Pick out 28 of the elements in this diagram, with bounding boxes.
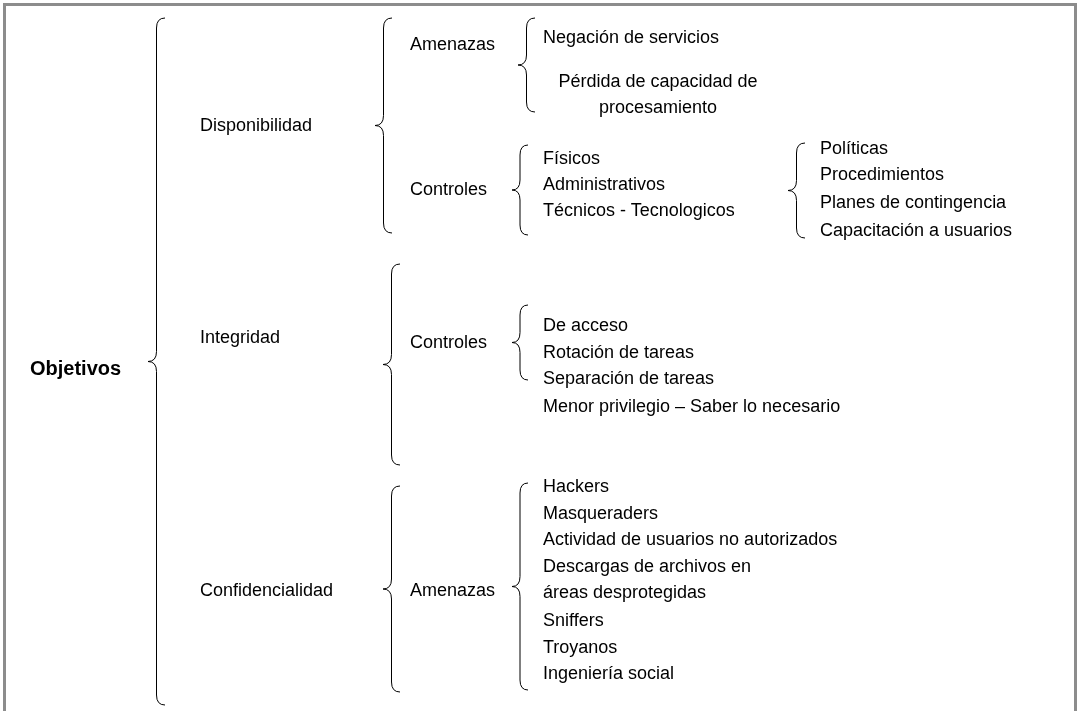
item-label: Separación de tareas — [543, 367, 715, 390]
item-label: De acceso — [543, 314, 629, 337]
item-label: Sniffers — [543, 609, 604, 632]
item-label: Hackers — [543, 475, 609, 498]
item-label: Menor privilegio – Saber lo necesario — [543, 395, 841, 418]
item-label: Físicos — [543, 147, 600, 170]
item-label: Amenazas — [410, 579, 496, 602]
item-label: Troyanos — [543, 636, 618, 659]
item-label: Confidencialidad — [200, 579, 334, 602]
item-label: Administrativos — [543, 173, 666, 196]
item-label: Integridad — [200, 326, 281, 349]
item-label: Controles — [410, 331, 488, 354]
item-label: Controles — [410, 178, 488, 201]
root-label: Objetivos — [30, 356, 122, 381]
item-label: Políticas — [820, 137, 889, 160]
item-label: Masqueraders — [543, 502, 659, 525]
item-label: Actividad de usuarios no autorizados — [543, 528, 838, 551]
item-label: Negación de servicios — [543, 26, 720, 49]
item-label: Amenazas — [410, 33, 496, 56]
item-label: Pérdida de capacidad de procesamiento — [557, 70, 759, 119]
item-label: Capacitación a usuarios — [820, 219, 1013, 242]
item-label: Técnicos - Tecnologicos — [543, 199, 735, 222]
item-label: Procedimientos — [820, 163, 945, 186]
item-label: Disponibilidad — [200, 114, 313, 137]
item-label: Planes de contingencia — [820, 191, 1007, 214]
item-label: Descargas de archivos en áreas desprotegidas — [543, 555, 753, 604]
item-label: Rotación de tareas — [543, 341, 695, 364]
item-label: Ingeniería social — [543, 662, 675, 685]
